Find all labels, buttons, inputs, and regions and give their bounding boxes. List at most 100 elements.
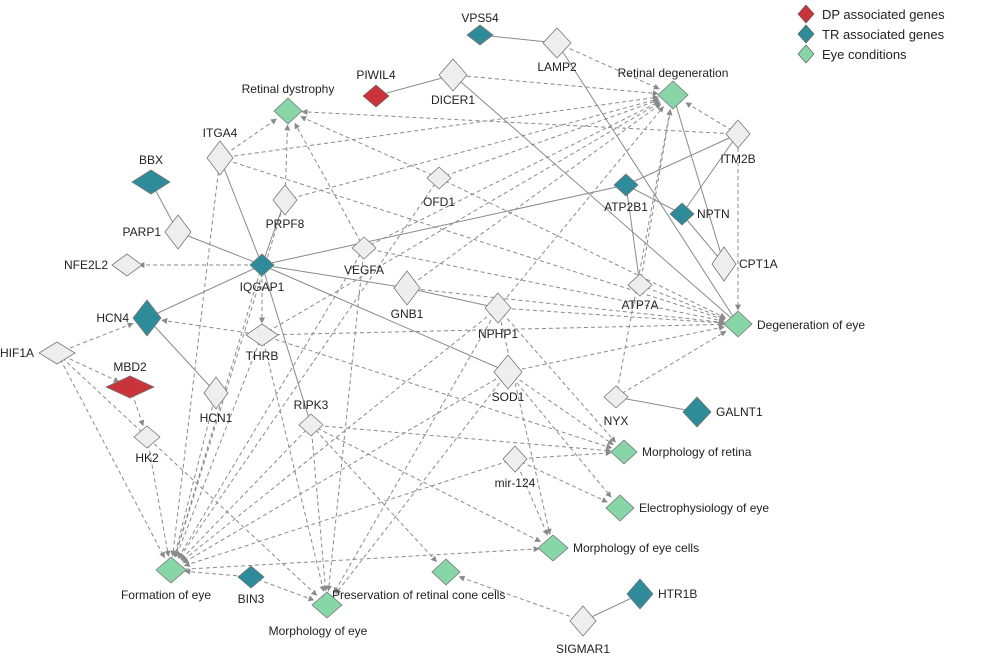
edge-ATP2B1-ATP7A [625,184,641,286]
edge-RIPK3-MorphEye [310,424,329,592]
node-GNB1[interactable]: GNB1 [391,270,424,321]
node-NPTN[interactable]: NPTN [669,202,730,226]
node-PIWIL4[interactable]: PIWIL4 [356,68,396,108]
diamond-icon [797,44,815,64]
node-label: BIN3 [238,592,265,606]
node-label: Degeneration of eye [757,318,865,332]
node-mir124[interactable]: mir-124 [495,445,536,490]
node-BIN3[interactable]: BIN3 [237,565,265,606]
node-ITGA4[interactable]: ITGA4 [203,126,238,176]
node-label: HIF1A [0,346,34,360]
legend-item-eye: Eye conditions [796,44,907,64]
node-ATP7A[interactable]: ATP7A [621,273,659,312]
node-label: Morphology of eye cells [573,541,699,555]
diamond-icon [426,166,452,190]
node-label: PARP1 [123,225,162,239]
node-HK2[interactable]: HK2 [133,425,161,465]
node-VEGFA[interactable]: VEGFA [344,236,384,277]
node-MBD2[interactable]: MBD2 [105,360,155,399]
node-VPS54[interactable]: VPS54 [461,11,499,46]
node-HIF1A[interactable]: HIF1A [0,341,76,365]
diamond-icon [245,323,279,347]
node-LAMP2[interactable]: LAMP2 [537,27,577,74]
edge-HCN1-HCN4 [146,317,217,394]
edge-HCN1-FormEye [172,392,217,558]
node-FormEye[interactable]: Formation of eye [121,556,211,602]
node-label: BBX [139,153,163,167]
node-RetDys[interactable]: Retinal dystrophy [242,82,335,125]
node-RIPK3[interactable]: RIPK3 [294,398,329,437]
node-label: PIWIL4 [356,68,396,82]
diamond-icon [38,341,76,365]
node-RetDeg[interactable]: Retinal degeneration [618,66,729,110]
node-BBX[interactable]: BBX [131,153,171,195]
diamond-icon [569,605,597,637]
node-label: GALNT1 [716,405,763,419]
node-PRPF8[interactable]: PRPF8 [266,184,305,231]
node-OFD1[interactable]: OFD1 [423,166,455,209]
node-MorphCells[interactable]: Morphology of eye cells [537,534,699,562]
node-CPT1A[interactable]: CPT1A [711,246,778,282]
edge-CPT1A-RetDeg [672,94,725,265]
diamond-icon [273,97,303,125]
edge-SOD1-FormEye [182,371,509,564]
diamond-icon [298,413,324,437]
node-ATP2B1[interactable]: ATP2B1 [604,173,648,214]
node-THRB[interactable]: THRB [245,323,279,363]
edge-IQGAP1-RIPK3 [261,264,312,426]
node-GALNT1[interactable]: GALNT1 [682,396,763,428]
node-label: NPTN [697,207,730,221]
node-SOD1[interactable]: SOD1 [492,354,525,404]
node-NYX[interactable]: NYX [603,385,629,428]
node-ITM2B[interactable]: ITM2B [720,119,756,166]
node-PARP1[interactable]: PARP1 [123,214,192,250]
diamond-icon [431,558,461,586]
diamond-icon [203,376,229,410]
node-DegEye[interactable]: Degeneration of eye [723,310,865,338]
edge-DICER1-DegEye [452,74,739,325]
diamond-icon [393,270,421,306]
node-Electro[interactable]: Electrophysiology of eye [605,494,769,522]
edge-THRB-MorphEye [261,334,326,592]
edge-NPHP1-MorphEye [333,307,499,594]
node-label: SIGMAR1 [556,642,610,656]
node-MorphRetina[interactable]: Morphology of retina [610,439,752,465]
legend: DP associated genes TR associated genes … [796,0,996,70]
node-label: mir-124 [495,476,536,490]
edge-IQGAP1-GNB1 [261,264,408,289]
edge-RIPK3-MorphCells [310,424,542,543]
edge-HIF1A-FormEye [56,352,165,559]
node-DICER1[interactable]: DICER1 [431,58,475,107]
node-label: NPHP1 [478,327,518,341]
node-IQGAP1[interactable]: IQGAP1 [240,253,285,294]
node-label: IQGAP1 [240,280,285,294]
node-PresCone[interactable]: Preservation of retinal cone cells [332,558,505,602]
edge-GNB1-DegEye [406,287,725,325]
edge-DICER1-RetDeg [452,74,659,97]
node-label: OFD1 [423,195,455,209]
diamond-icon [502,445,528,473]
node-HCN1[interactable]: HCN1 [200,376,233,425]
node-label: VPS54 [461,11,499,25]
node-label: HK2 [135,451,159,465]
diamond-icon [206,140,234,176]
edge-THRB-HCN4 [161,318,263,336]
edges-layer [56,34,741,622]
node-SIGMAR1[interactable]: SIGMAR1 [556,605,610,656]
edge-NPHP1-RetDeg [497,106,664,309]
node-MorphEye[interactable]: Morphology of eye [269,591,368,638]
edge-RIPK3-FormEye [180,424,312,561]
edge-ITM2B-RetDeg [685,102,739,135]
node-NFE2L2[interactable]: NFE2L2 [64,253,143,277]
node-HCN4[interactable]: HCN4 [96,299,162,337]
diamond-icon [682,396,712,428]
node-HTR1B[interactable]: HTR1B [626,578,697,610]
edge-RIPK3-MorphRetina [310,424,612,454]
node-label: SOD1 [492,390,525,404]
node-NPHP1[interactable]: NPHP1 [478,292,518,341]
edge-HK2-FormEye [146,436,171,557]
node-label: ITM2B [720,152,755,166]
diamond-icon [272,184,298,216]
node-label: ATP2B1 [604,200,648,214]
